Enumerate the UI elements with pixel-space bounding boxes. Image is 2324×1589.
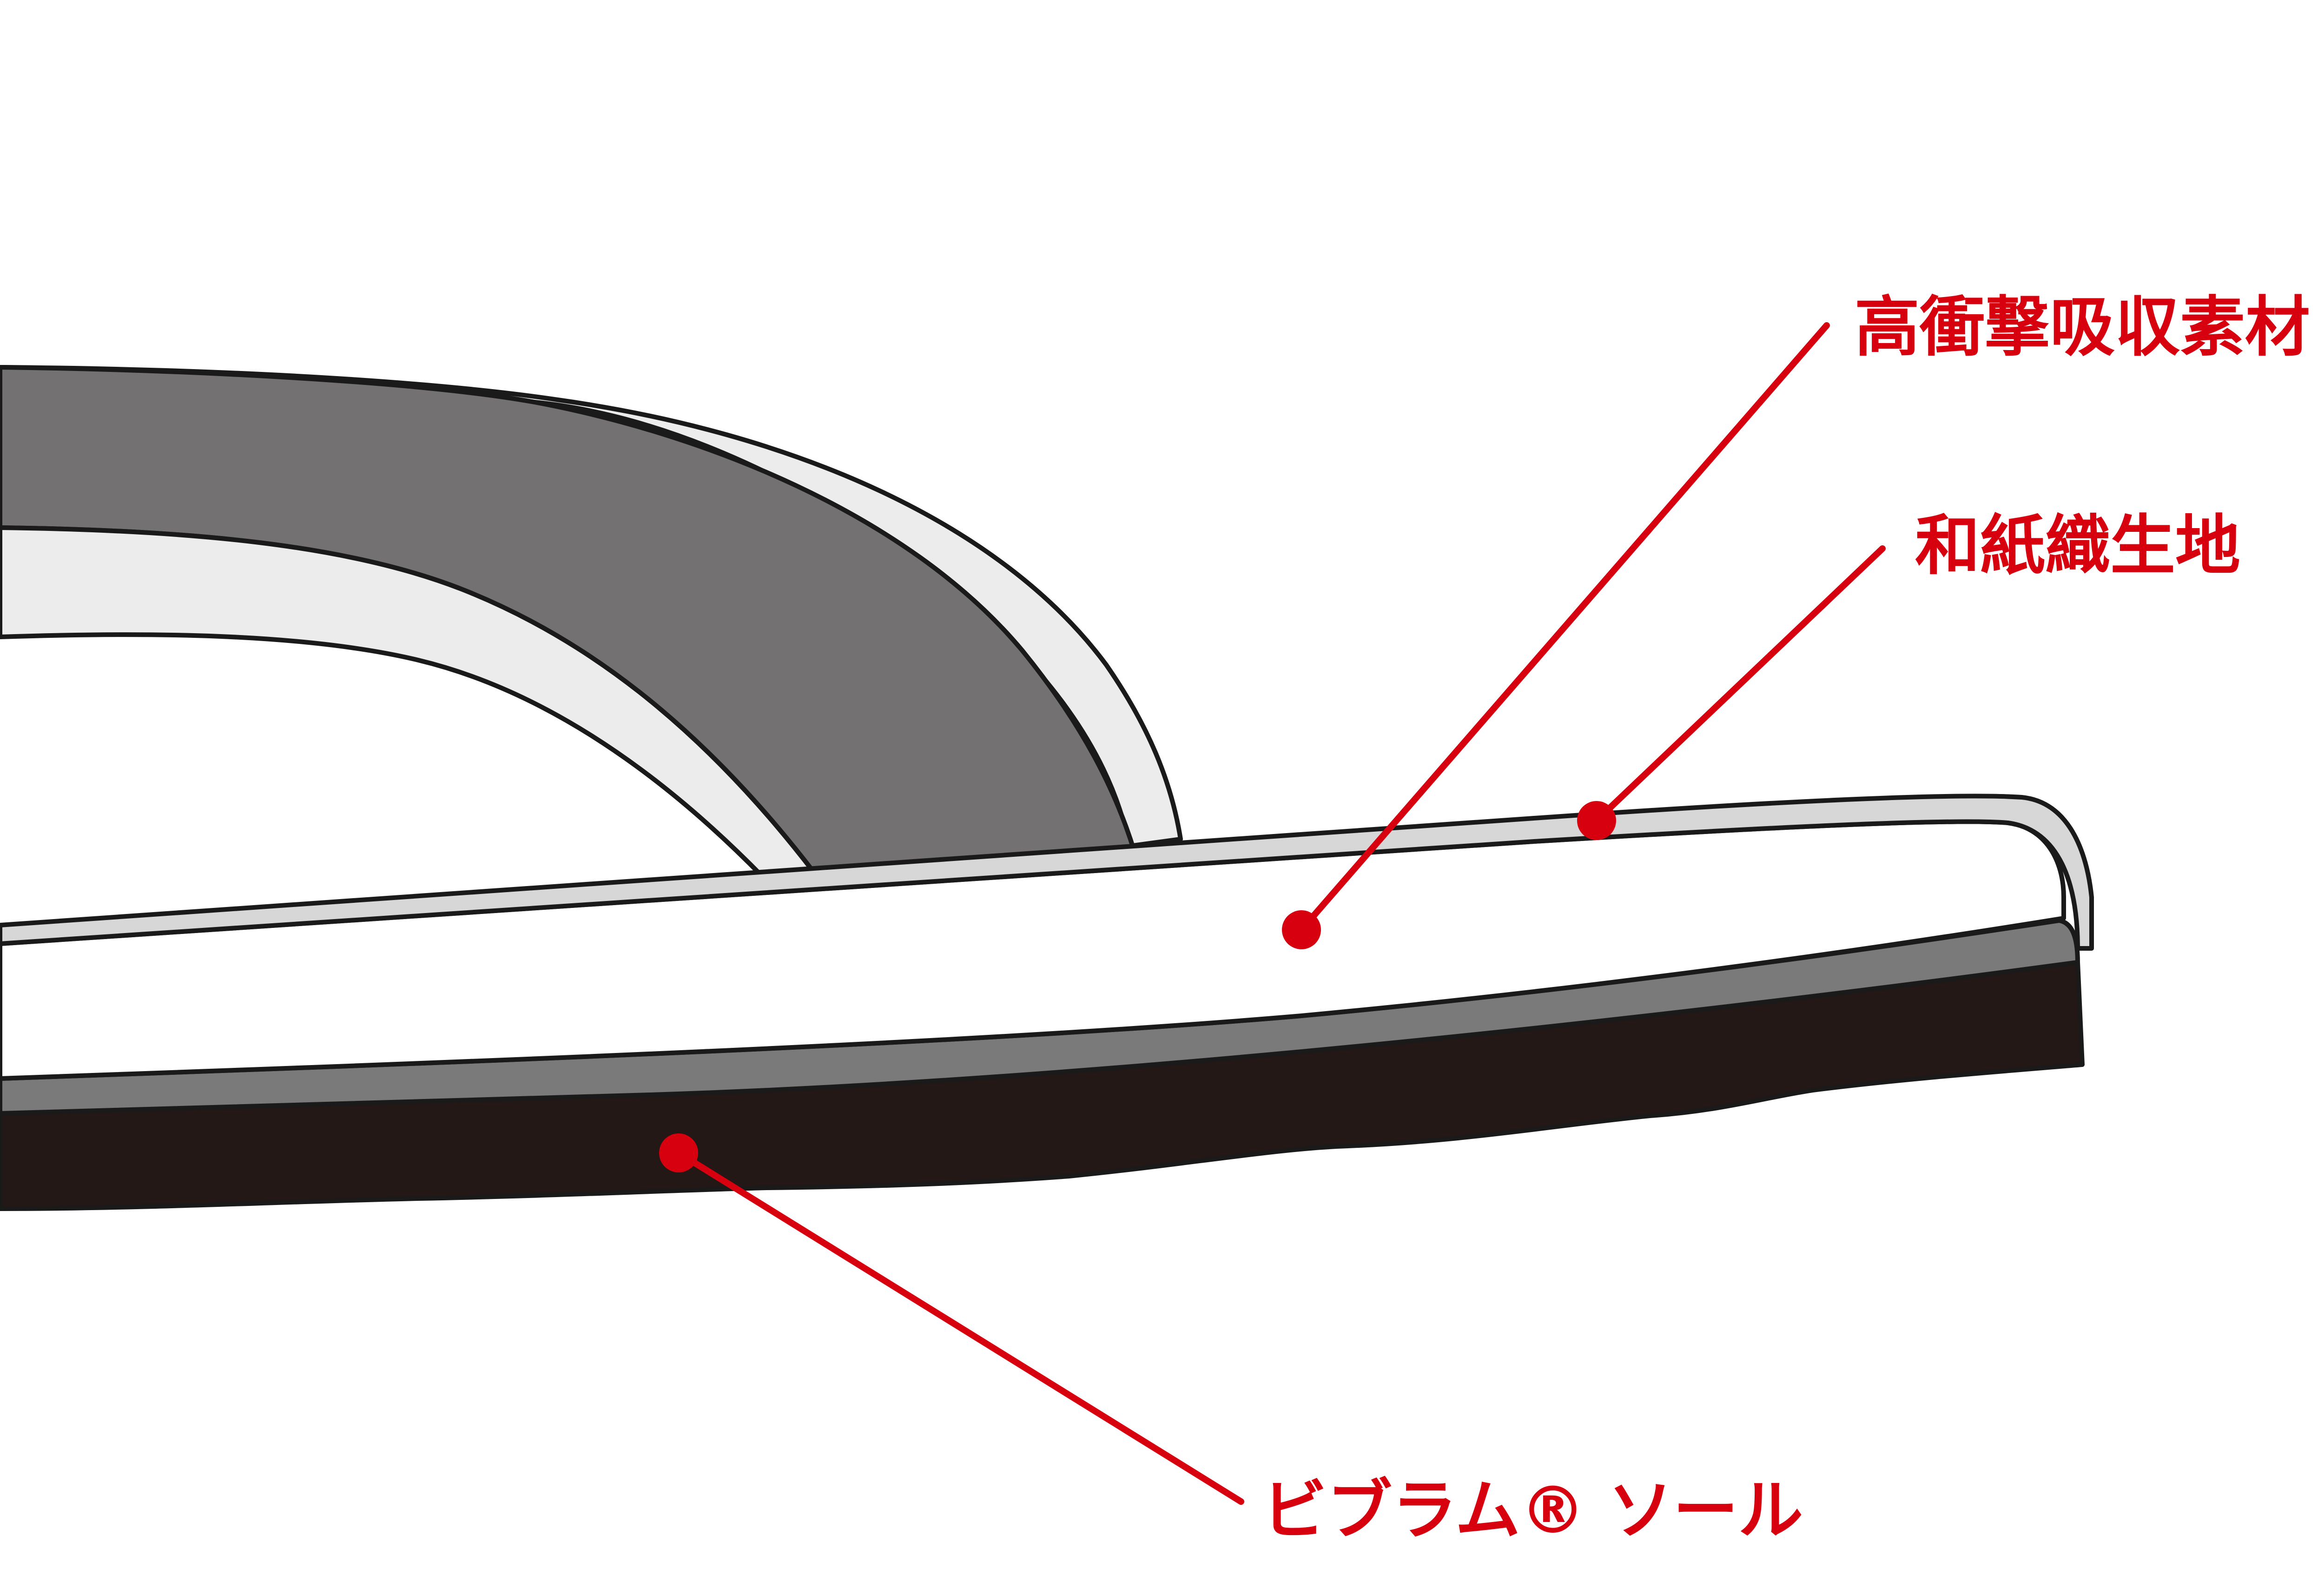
callout-washi-fabric-leader (1593, 545, 1886, 824)
callout-shock-absorbing-leader (1298, 322, 1830, 933)
callout-label-shock-absorbing-material: 高衝撃吸収素材 (1855, 290, 2311, 365)
callout-vibram-sole-dot (659, 1133, 698, 1172)
sandal-strap (0, 365, 1183, 879)
washi-fabric-layer (0, 794, 2094, 951)
sandal-sole (0, 794, 2094, 1211)
callout-vibram-sole-leader (675, 1150, 1244, 1505)
callout-shock-absorbing-dot (1282, 910, 1321, 949)
callout-vibram-sole-pointer (659, 1133, 1244, 1505)
callout-label-washi-fabric: 和紙織生地 (1915, 508, 2241, 584)
callout-washi-fabric-dot (1577, 801, 1616, 840)
callout-label-vibram-sole: ビブラム® ソール (1262, 1473, 1803, 1549)
callout-washi-fabric-pointer (1577, 545, 1886, 840)
callout-shock-absorbing-pointer (1282, 322, 1830, 949)
